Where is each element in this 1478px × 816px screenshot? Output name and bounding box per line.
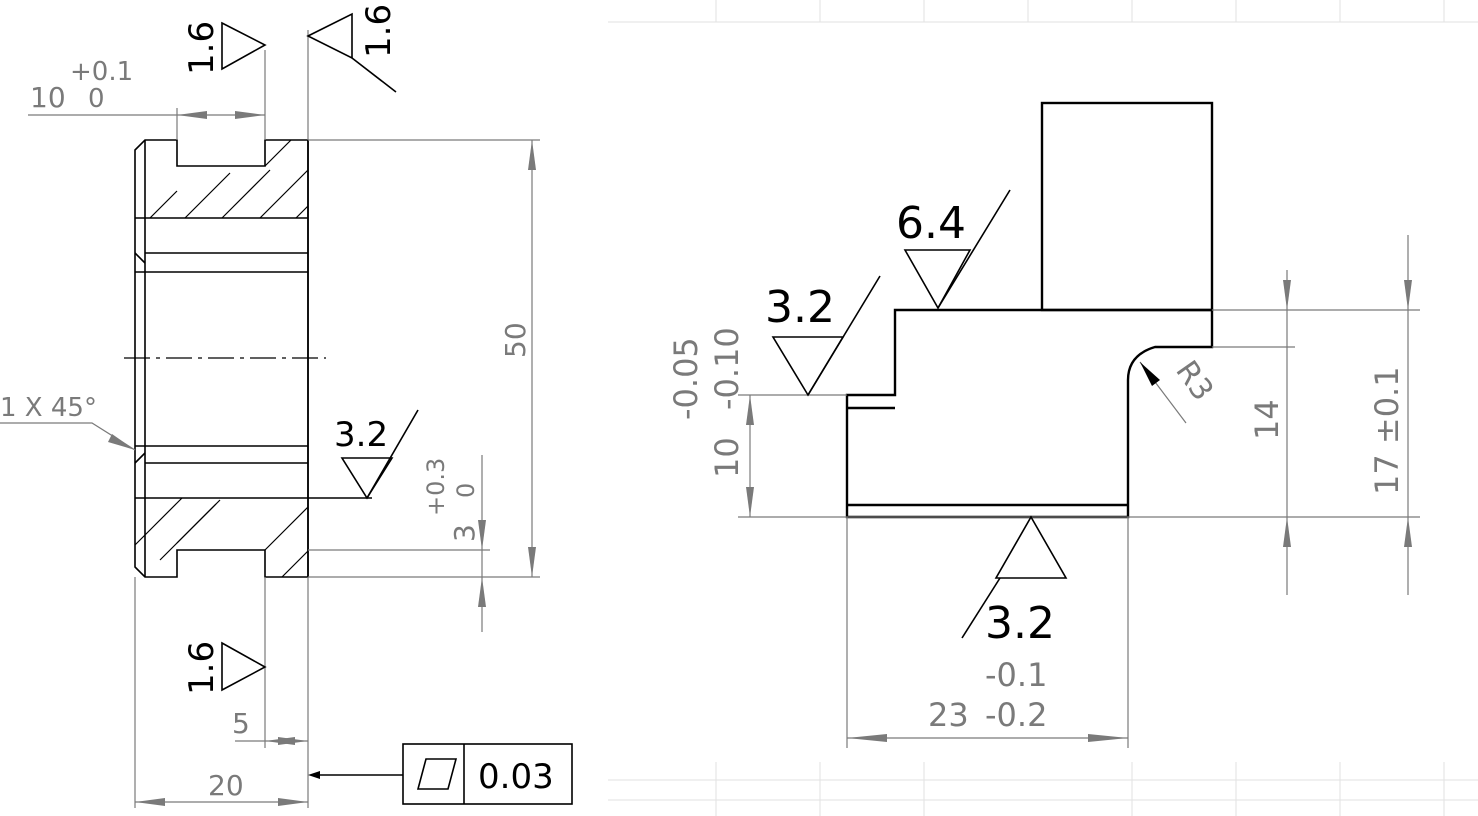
flatness-frame — [402, 743, 573, 805]
roughness-3-2-face: 3.2 — [334, 415, 388, 455]
left-height-10-dim: 10 — [708, 437, 746, 478]
right-profile-view: 6.4 3.2 3.2 R3 14 17 ±0.1 10 -0.05 -0.10… — [667, 101, 1420, 748]
width-23-dim: 23 — [928, 696, 969, 734]
roughness-1-6-top-left: 1.6 — [182, 21, 222, 75]
flatness-icon — [416, 758, 458, 790]
step-5-dim: 5 — [232, 707, 250, 740]
roughness-6-4: 6.4 — [896, 198, 966, 249]
left-section-view: 1.6 1.6 1.6 3.2 10 +0.1 0 50 1 X 45° 3 +… — [0, 4, 573, 808]
height-14-dim: 14 — [1248, 399, 1286, 440]
section-hatch-lower — [134, 497, 309, 578]
width-20-dim: 20 — [208, 769, 244, 802]
height-17-dim: 17 ±0.1 — [1368, 366, 1406, 495]
sheet-grid — [608, 0, 1478, 816]
roughness-1-6-top-right: 1.6 — [359, 4, 399, 58]
section-hatch-upper — [149, 139, 309, 219]
depth-lower-tol: 0 — [452, 483, 480, 498]
roughness-3-2-left: 3.2 — [765, 282, 835, 333]
depth-3-dim: 3 — [448, 524, 481, 542]
width-lower-tol: -0.2 — [985, 696, 1047, 734]
left-height-lower-tol: -0.10 — [708, 327, 746, 410]
groove-width-lower-tol: 0 — [88, 84, 105, 114]
height-50-dim: 50 — [499, 322, 532, 358]
width-upper-tol: -0.1 — [985, 656, 1047, 694]
roughness-3-2-bottom: 3.2 — [985, 598, 1055, 649]
chamfer-note: 1 X 45° — [0, 393, 97, 423]
radius-r3: R3 — [1168, 355, 1220, 408]
left-height-upper-tol: -0.05 — [667, 337, 705, 420]
right-part-outline — [845, 308, 1214, 519]
roughness-1-6-bottom: 1.6 — [182, 641, 222, 695]
groove-width-dim: 10 — [30, 81, 66, 114]
groove-width-upper-tol: +0.1 — [70, 57, 133, 87]
flatness-value: 0.03 — [478, 757, 554, 797]
depth-upper-tol: +0.3 — [422, 458, 450, 516]
